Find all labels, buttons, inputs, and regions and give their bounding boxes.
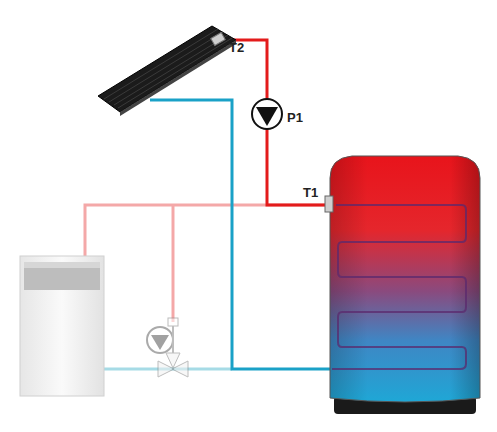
pump-symbol [252, 99, 282, 129]
pump-valve-symbol [147, 318, 188, 377]
sensor-label: T2 [229, 41, 244, 54]
storage-tank [330, 156, 480, 414]
solar-collector [98, 26, 236, 116]
boiler-pipes [85, 205, 330, 369]
sensor-label: P1 [287, 111, 303, 124]
sensor-t1 [325, 196, 333, 212]
solar-pipes [150, 40, 332, 369]
boiler [20, 256, 104, 396]
sensor-label: T1 [303, 186, 318, 199]
